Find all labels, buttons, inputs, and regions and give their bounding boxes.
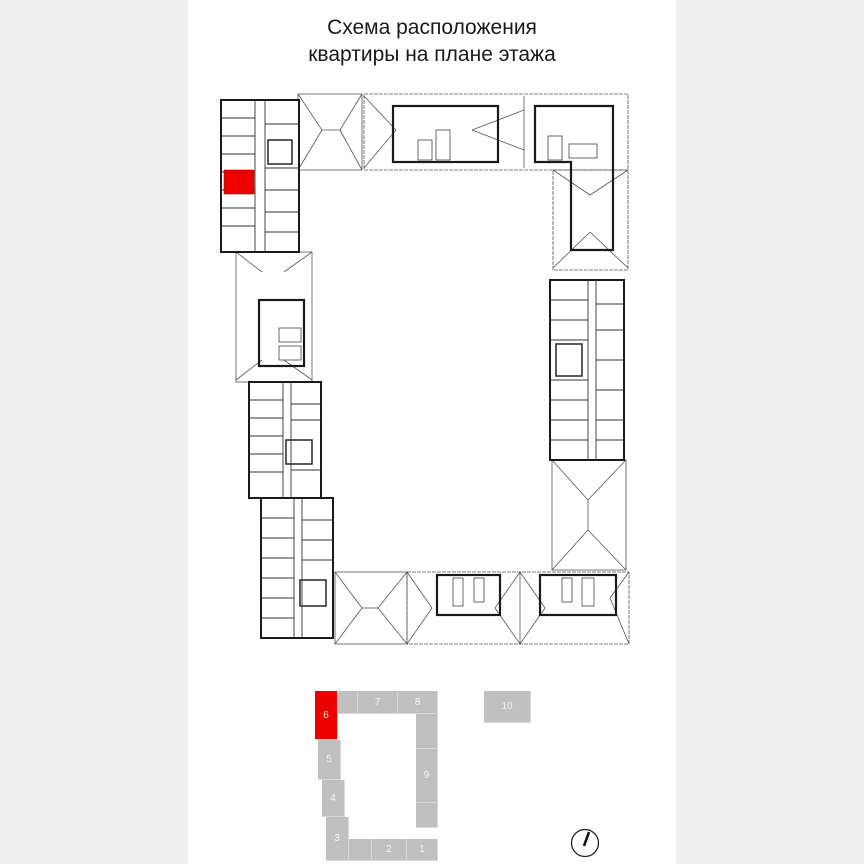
north-arrow-icon — [570, 828, 600, 858]
key-section-7a[interactable] — [338, 691, 358, 714]
roof-top-left — [297, 93, 363, 171]
key-section-6[interactable]: 6 — [315, 691, 338, 740]
section-label: 7 — [374, 696, 381, 708]
highlighted-apartment[interactable] — [223, 169, 255, 195]
key-section-7[interactable]: 7 — [358, 691, 398, 714]
roof-bottom — [334, 571, 630, 645]
roof-right-lower — [551, 459, 627, 571]
section-3-block — [260, 497, 334, 639]
section-label: 3 — [334, 833, 340, 844]
section-label: 4 — [330, 792, 336, 804]
key-section-1[interactable]: 1 — [407, 839, 438, 861]
roof-right-column — [552, 169, 629, 271]
key-section-2a[interactable] — [349, 839, 372, 861]
key-section-10[interactable]: 10 — [484, 691, 531, 723]
roof-structure-3 — [257, 298, 306, 368]
title-line-1: Схема расположения — [327, 16, 537, 39]
section-label: 1 — [419, 844, 425, 855]
section-9-block — [549, 279, 625, 461]
key-section-5[interactable]: 5 — [318, 740, 341, 780]
roof-left-middle — [235, 251, 313, 383]
section-label: 10 — [501, 701, 513, 712]
section-label: 2 — [386, 844, 392, 855]
section-label: 5 — [326, 754, 332, 765]
key-section-9b[interactable] — [416, 803, 438, 828]
section-label: 9 — [423, 770, 430, 781]
key-section-4[interactable]: 4 — [322, 780, 345, 817]
key-section-2[interactable]: 2 — [372, 839, 407, 861]
key-section-3[interactable]: 3 — [326, 817, 349, 861]
roof-structure-5 — [538, 573, 618, 617]
title-line-2: квартиры на плане этажа — [308, 43, 556, 66]
roof-structure-1 — [391, 104, 500, 164]
section-label: 6 — [323, 709, 329, 721]
key-section-8b[interactable] — [416, 714, 438, 749]
roof-structure-4 — [435, 573, 502, 617]
key-section-9[interactable]: 9 — [416, 749, 438, 803]
roof-structure-2 — [533, 104, 615, 252]
section-label: 8 — [414, 696, 421, 708]
page-title: Схема расположения квартиры на плане эта… — [188, 14, 676, 68]
key-section-8[interactable]: 8 — [398, 691, 438, 714]
